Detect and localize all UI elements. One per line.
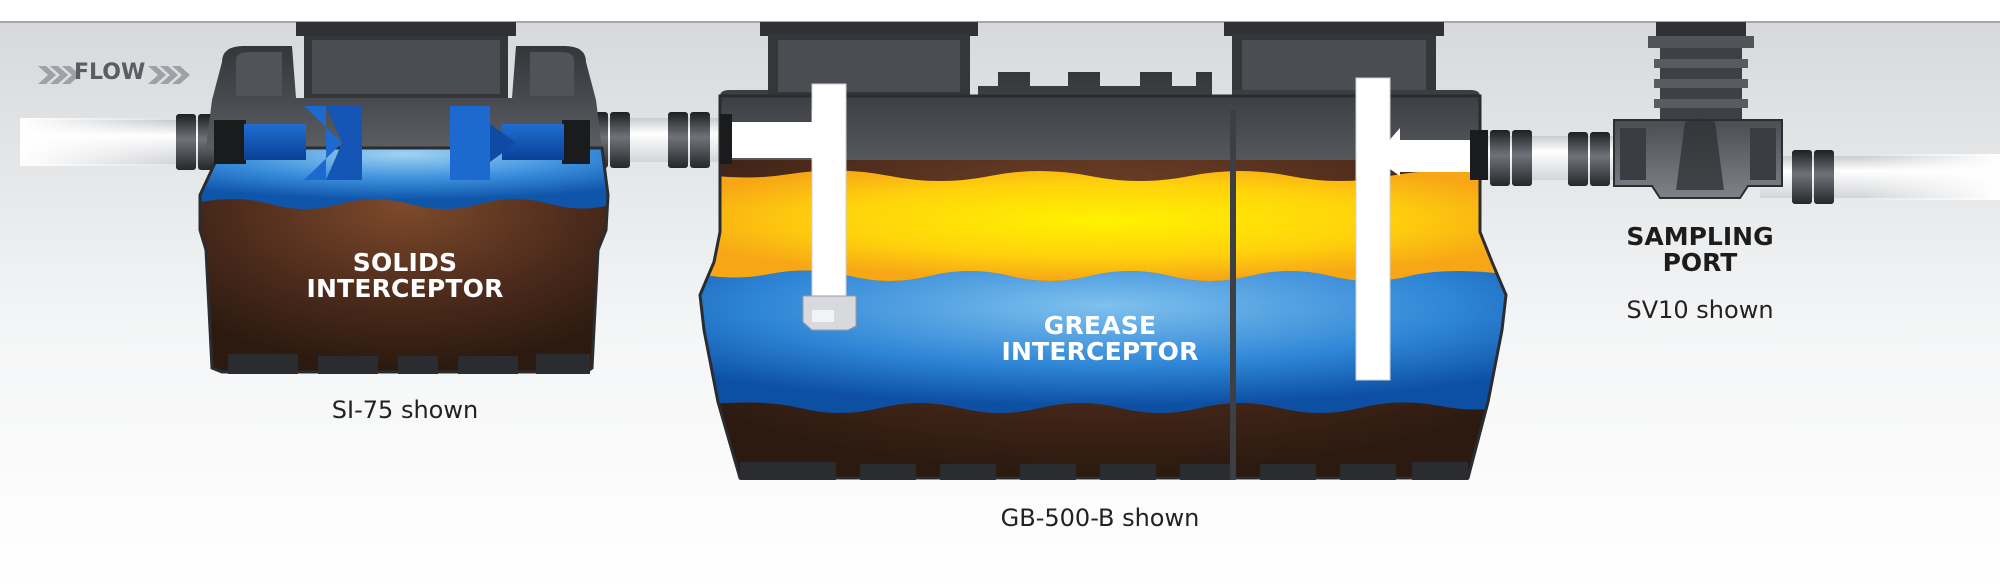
grease-interceptor-title-line1: GREASE	[1043, 311, 1157, 340]
flow-indicator	[38, 66, 190, 84]
grease-interceptor-tank	[698, 22, 1508, 480]
inlet-pipe-fade	[20, 118, 170, 166]
grease-interceptor-title: GREASE INTERCEPTOR	[965, 311, 1235, 367]
outlet-baffle	[1355, 77, 1480, 381]
solids-interceptor-title-line1: SOLIDS	[352, 248, 458, 277]
grease-layer	[700, 170, 1506, 281]
flow-chevrons-left-icon	[38, 66, 80, 84]
grease-interceptor-title-line2: INTERCEPTOR	[1001, 337, 1199, 367]
inlet-baffle	[730, 83, 857, 331]
solids-interceptor-caption: SI-75 shown	[331, 396, 479, 424]
sampling-port-caption: SV10 shown	[1626, 296, 1774, 324]
sampling-port-title-line1: SAMPLING	[1626, 222, 1774, 251]
flow-label: FLOW	[74, 60, 146, 85]
top-band	[0, 0, 2000, 22]
coupling-outlet-2	[1568, 132, 1610, 186]
sampling-port-body	[1613, 22, 1783, 199]
coupling-outlet-1	[1490, 130, 1532, 186]
grease-interceptor-caption: GB-500-B shown	[1000, 504, 1200, 532]
water-layer-small	[200, 148, 608, 209]
divider-wall	[1230, 110, 1236, 480]
sampling-port-title-line2: PORT	[1662, 248, 1738, 278]
sampling-port-title: SAMPLING PORT	[1580, 222, 1820, 278]
coupling-discharge	[1792, 150, 1834, 204]
solids-flow-arrows	[244, 106, 564, 180]
solids-interceptor-title: SOLIDS INTERCEPTOR	[270, 248, 540, 304]
discharge-pipe-fade	[1860, 154, 2000, 200]
solids-tank-feet	[228, 354, 590, 374]
sampling-port-riser-ribs	[1654, 48, 1748, 120]
solids-interceptor-tank	[198, 22, 610, 374]
water-layer-large	[700, 270, 1506, 413]
solids-interceptor-title-line2: INTERCEPTOR	[306, 274, 504, 304]
coupling-mid-right	[668, 112, 710, 168]
flow-chevrons-right-icon	[148, 66, 190, 84]
grease-tank-feet	[740, 462, 1468, 480]
